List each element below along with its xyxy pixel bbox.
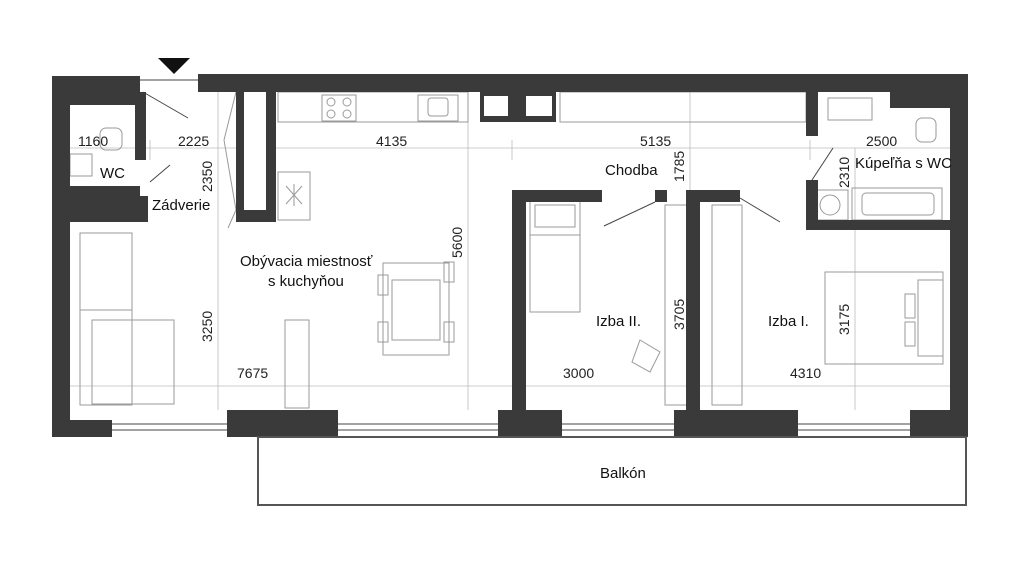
dim-vestibule-width: 2225 [178, 133, 209, 149]
dim-hall-width: 5135 [640, 133, 671, 149]
label-vestibule: Zádverie [152, 197, 210, 214]
label-wc: WC [100, 165, 125, 182]
dim-room2-width: 3000 [563, 365, 594, 381]
dimension-labels: 1160 2225 4135 5135 2500 7675 3000 4310 … [78, 133, 897, 381]
dim-room1-height: 3175 [836, 304, 852, 335]
dim-bath-height: 2310 [836, 157, 852, 188]
dim-bath-width: 2500 [866, 133, 897, 149]
dim-living-width: 7675 [237, 365, 268, 381]
label-bathroom: Kúpeľňa s WC [855, 155, 952, 172]
dim-wc-width: 1160 [78, 133, 108, 149]
dim-living-depth: 5600 [449, 227, 465, 258]
entrance-arrow-icon [158, 58, 190, 74]
dim-vestibule-height: 2350 [199, 161, 215, 192]
windows [112, 423, 910, 431]
furniture [69, 91, 944, 409]
room-labels: WC Zádverie Obývacia miestnosť s kuchyňo… [100, 155, 952, 482]
balcony-outline [257, 436, 967, 506]
label-living-line2: s kuchyňou [268, 273, 344, 290]
dim-kitchen-width: 4135 [376, 133, 407, 149]
dim-room2-height: 3705 [671, 299, 687, 330]
door-swings [140, 79, 834, 227]
label-balcony: Balkón [600, 465, 646, 482]
label-living-line1: Obývacia miestnosť [240, 253, 373, 270]
dim-room1-width: 4310 [790, 365, 821, 381]
label-hallway: Chodba [605, 162, 658, 179]
label-room1: Izba I. [768, 313, 809, 330]
label-room2: Izba II. [596, 313, 641, 330]
dim-living-height: 3250 [199, 311, 215, 342]
dim-hall-height: 1785 [671, 151, 687, 182]
walls [52, 74, 968, 437]
outer-walls [52, 76, 140, 437]
